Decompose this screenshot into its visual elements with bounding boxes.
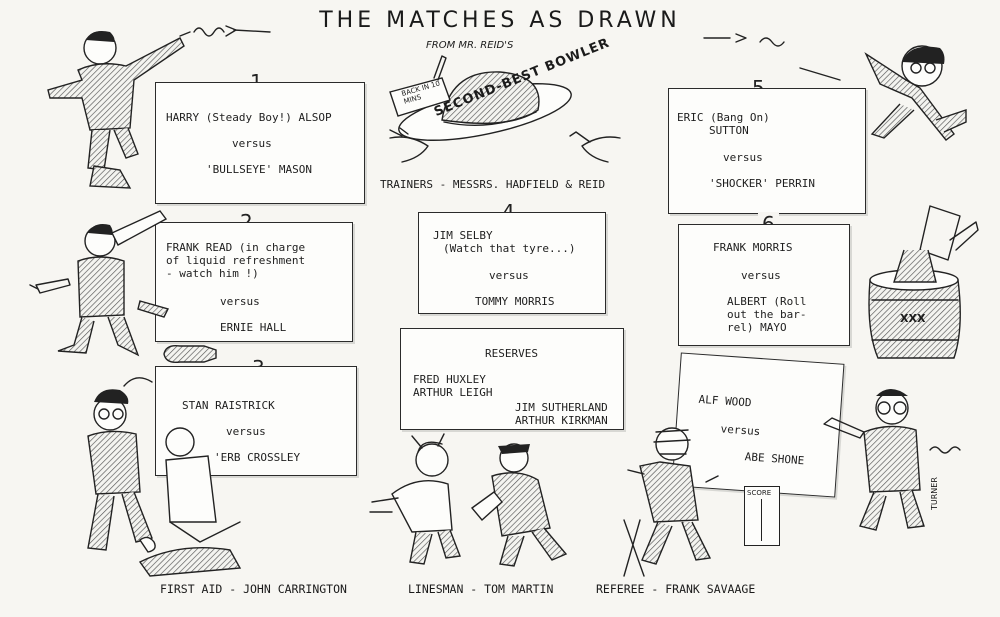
match-2-player1-line3: - watch him !) — [166, 267, 259, 280]
barrel-mark: XXX — [900, 312, 926, 325]
reserves-heading: RESERVES — [485, 347, 538, 360]
match-5-player1-line2: SUTTON — [709, 124, 749, 137]
match-5-player2: 'SHOCKER' PERRIN — [709, 177, 815, 190]
match-card-2: FRANK READ (in charge of liquid refreshm… — [155, 222, 353, 342]
match-3-versus: versus — [226, 425, 266, 438]
barrel-man-illustration: XXX — [850, 200, 980, 370]
match-1-player2: 'BULLSEYE' MASON — [206, 163, 312, 176]
glasses-man-illustration — [820, 378, 970, 538]
linesman-pair-illustration — [362, 432, 602, 572]
reserve-name: FRED HUXLEY — [413, 373, 486, 386]
match-6-player2-line2: out the bar- — [727, 308, 807, 321]
reserve-name: ARTHUR LEIGH — [413, 386, 493, 399]
match-6-player1: FRANK MORRIS — [713, 241, 793, 254]
page-title: THE MATCHES AS DRAWN — [319, 8, 681, 33]
match-7-player2: ABE SHONE — [744, 450, 805, 468]
match-7-versus: versus — [720, 422, 761, 439]
reserve-name: JIM SUTHERLAND — [515, 401, 608, 414]
pointing-man-illustration — [30, 18, 191, 193]
scoreboard: SCORE — [744, 486, 780, 546]
trainer-hands-illustration — [380, 127, 630, 178]
match-2-versus: versus — [220, 295, 260, 308]
match-3-player2: 'ERB CROSSLEY — [214, 451, 301, 464]
match-4-player1-line2: (Watch that tyre...) — [443, 242, 576, 255]
bowler-hat-illustration: BACK IN 10 MINS — [380, 50, 580, 170]
match-card-1: HARRY (Steady Boy!) ALSOP versus 'BULLSE… — [155, 82, 365, 204]
match-2-player1-line1: FRANK READ (in charge — [166, 241, 306, 254]
match-4-player1-line1: JIM SELBY — [433, 229, 493, 242]
bottles-illustration — [160, 340, 220, 368]
bowler-from-label: FROM MR. REID'S — [426, 40, 514, 51]
aviator-plane-illustration — [860, 24, 970, 174]
match-card-4: JIM SELBY (Watch that tyre...) versus TO… — [418, 212, 606, 314]
first-aid-credit: FIRST AID - JOHN CARRINGTON — [160, 582, 347, 596]
match-4-player2: TOMMY MORRIS — [475, 295, 555, 308]
referee-illustration — [620, 410, 720, 580]
trainers-caption: TRAINERS - MESSRS. HADFIELD & REID — [380, 178, 606, 191]
match-6-versus: versus — [741, 269, 781, 282]
linesman-credit: LINESMAN - TOM MARTIN — [408, 582, 554, 596]
artist-signature: TURNER — [930, 477, 939, 510]
match-5-versus: versus — [723, 151, 763, 164]
referee-credit: REFEREE - FRANK SAVAAGE — [596, 582, 756, 596]
match-6-player2-line1: ALBERT (Roll — [727, 295, 807, 308]
dart-trail-right — [700, 28, 850, 88]
reserve-name: ARTHUR KIRKMAN — [515, 414, 608, 427]
match-4-versus: versus — [489, 269, 529, 282]
match-2-player2: ERNIE HALL — [220, 321, 287, 334]
match-7-player1: ALF WOOD — [698, 392, 752, 410]
match-1-versus: versus — [232, 137, 272, 150]
match-card-5: ERIC (Bang On) SUTTON versus 'SHOCKER' P… — [668, 88, 866, 214]
doctor-patient-illustration — [40, 372, 290, 582]
reserves-card: RESERVES FRED HUXLEY ARTHUR LEIGH JIM SU… — [400, 328, 624, 430]
match-5-player1-line1: ERIC (Bang On) — [677, 111, 770, 124]
dart-trail-left — [190, 20, 280, 40]
scoreboard-label: SCORE — [747, 489, 772, 497]
drinking-man-illustration — [28, 205, 178, 365]
match-3-player1: STAN RAISTRICK — [182, 399, 275, 412]
match-2-player1-line2: of liquid refreshment — [166, 254, 306, 267]
match-card-6: FRANK MORRIS versus ALBERT (Roll out the… — [678, 224, 850, 346]
match-6-player2-line3: rel) MAYO — [727, 321, 787, 334]
match-1-player1: HARRY (Steady Boy!) ALSOP — [166, 111, 332, 124]
